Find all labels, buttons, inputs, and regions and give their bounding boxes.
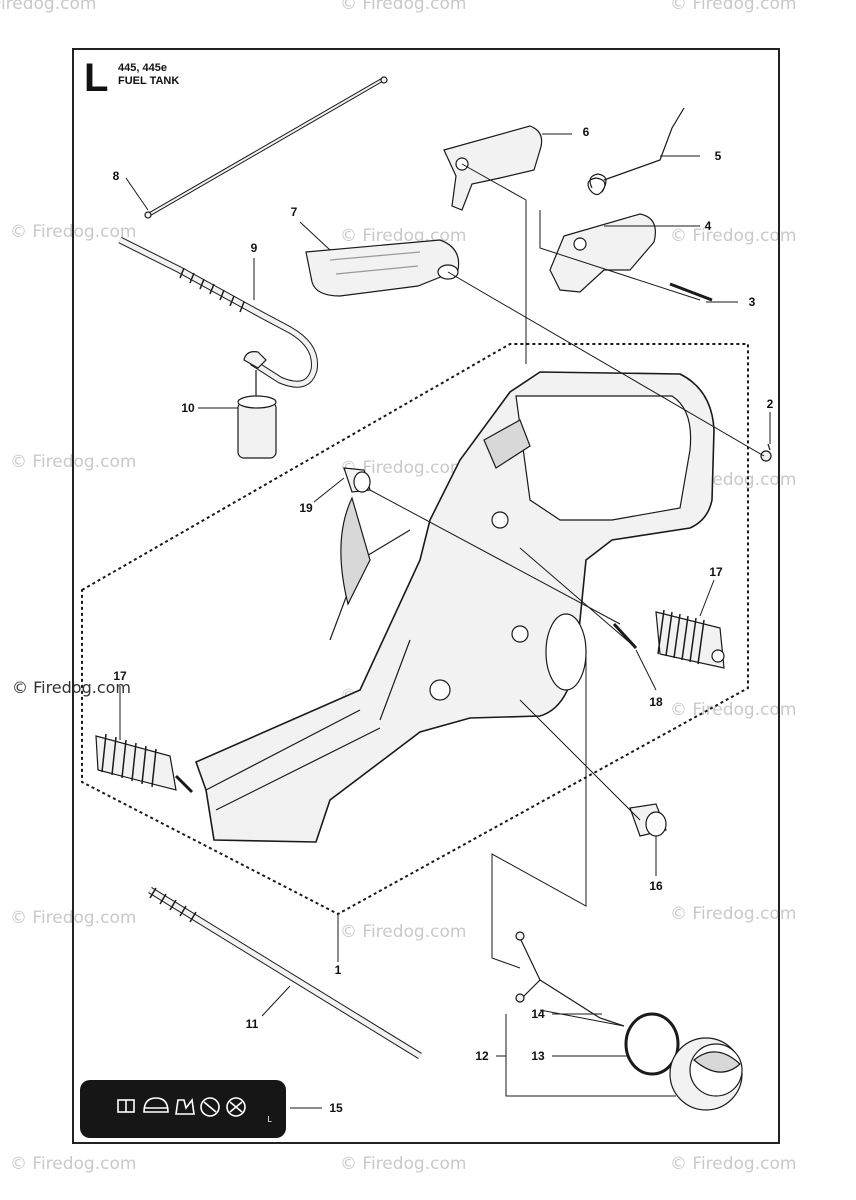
callout-4: 4 [704,219,712,233]
watermark: © Firedog.com [670,1154,797,1174]
watermark: © Firedog.com [340,458,467,478]
decal-symbols [117,1097,246,1117]
callout-7: 7 [290,205,298,219]
callout-17-right: 17 [709,565,723,579]
callout-11: 11 [245,1017,259,1031]
callout-9: 9 [250,241,258,255]
seal-ring-part [624,1012,680,1076]
callout-16: 16 [649,879,663,893]
limiter-pin-part [612,622,638,650]
glove-icon [226,1097,246,1117]
callout-8: 8 [112,169,120,183]
watermark: © Firedog.com [670,700,797,720]
callout-19: 19 [299,501,313,515]
throttle-lockout-part [443,125,543,211]
callout-2: 2 [766,397,774,411]
helmet-icon [143,1097,169,1113]
fuel-hose-lower-part [148,887,422,1059]
buffer-part [629,803,667,837]
watermark: © Firedog.com [0,0,97,14]
callout-10: 10 [181,401,195,415]
handle-insert-part [305,239,460,297]
callout-3: 3 [748,295,756,309]
fuel-hose-part [118,236,318,388]
fuel-tank-body-part [194,371,715,843]
watermark: © Firedog.com [340,0,467,14]
watermark: © Firedog.com [10,1154,137,1174]
callout-17-left: 17 [113,669,127,683]
leader-lines [119,133,771,1109]
callout-12: 12 [475,1049,489,1063]
throttle-rod-part [144,76,388,219]
watermark: © Firedog.com [340,922,467,942]
watermark: © Firedog.com [340,1154,467,1174]
callout-14: 14 [531,1007,545,1021]
decal-symbol: L [267,1115,272,1124]
callout-18: 18 [649,695,663,709]
watermark: © Firedog.com [670,0,797,14]
av-spring-right-part [655,609,725,669]
warning-decal-part: L [80,1080,286,1138]
model-numbers: 445, 445e [118,62,167,74]
callout-1: 1 [334,963,342,977]
callout-6: 6 [582,125,590,139]
cap-strap-part [515,931,625,1027]
fuel-filter-part [237,351,277,459]
manual-icon [117,1099,135,1113]
callout-15: 15 [329,1101,343,1115]
fuel-cap-part [669,1037,743,1111]
assembly-boundary [81,343,749,916]
section-letter: L [84,56,109,100]
callout-5: 5 [714,149,722,163]
av-spring-left-part [95,733,194,794]
reference-lines [369,163,765,1097]
trigger-pin-part [669,282,713,302]
hand-icon [175,1097,195,1115]
screw-part [760,443,772,462]
diagram-frame [72,48,780,1144]
boot-icon [200,1097,220,1117]
throttle-trigger-part [549,213,656,293]
watermark: © Firedog.com [670,226,797,246]
trigger-spring-part [587,107,685,196]
watermark: © Firedog.com [12,678,131,697]
watermark: © Firedog.com [670,904,797,924]
grommet-part [343,467,371,493]
callout-13: 13 [531,1049,545,1063]
diagram-title: FUEL TANK [118,75,180,87]
